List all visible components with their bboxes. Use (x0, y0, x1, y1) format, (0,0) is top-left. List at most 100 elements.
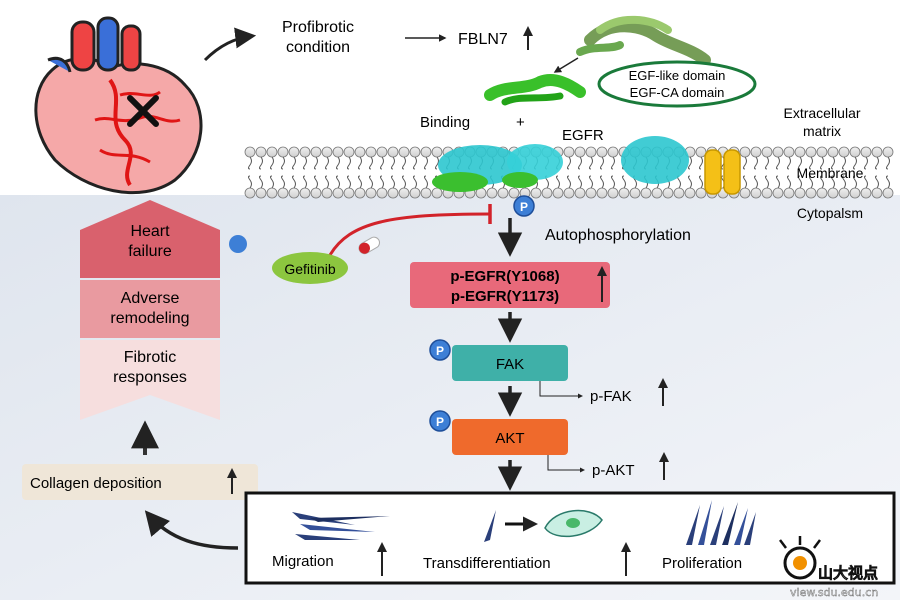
phospho-circle-fak (429, 339, 451, 361)
lipid-tail (314, 175, 318, 189)
lipid-head (882, 146, 894, 158)
lipid-tail (886, 156, 890, 170)
lipid-head (860, 187, 872, 199)
phospho-p-egfr: P (520, 200, 528, 214)
heart-failure-label-line2: failure (128, 243, 172, 260)
lipid-tail (699, 175, 703, 189)
gefitinib-label: Gefitinib (284, 261, 336, 277)
lipid-tail (336, 156, 340, 170)
heart-icon (34, 16, 203, 195)
cytoplasm-label: Cytopalsm (797, 205, 863, 221)
lipid-head (761, 146, 773, 158)
lipid-tail (589, 156, 593, 170)
extracellular-label-line2: matrix (803, 123, 841, 139)
lipid-tail (842, 156, 846, 170)
lipid-head (563, 146, 575, 158)
fbln7-protein-structure (576, 15, 711, 66)
lipid-head (629, 187, 641, 199)
lipid-head (662, 187, 674, 199)
akt-to-pakt-connector (547, 455, 585, 473)
membrane-channel-icon (704, 149, 741, 195)
heart-failure-block (80, 200, 220, 278)
egfr-receptor-structure (432, 136, 689, 192)
lipid-tail (875, 156, 879, 170)
pegfr-box (410, 262, 610, 308)
lipid-head (772, 146, 784, 158)
lipid-head (816, 146, 828, 158)
lipid-head (871, 146, 883, 158)
plus-label: + (516, 114, 525, 131)
egf-ca-domain-label: EGF-CA domain (630, 85, 725, 100)
lipid-tail (886, 175, 890, 189)
lipid-tail (688, 156, 692, 170)
lipid-head (882, 187, 894, 199)
lipid-head (387, 187, 399, 199)
akt-label: AKT (495, 430, 524, 447)
extracellular-label-line1: Extracellular (783, 105, 860, 121)
lipid-head (827, 187, 839, 199)
lipid-tail (776, 156, 780, 170)
lipid-tail (358, 175, 362, 189)
lipid-head (266, 187, 278, 199)
lipid-tail (677, 175, 681, 189)
pfak-label: p-FAK (590, 388, 632, 405)
lipid-tail (314, 156, 318, 170)
lipid-head (651, 187, 663, 199)
lipid-head (486, 187, 498, 199)
lipid-head (409, 146, 421, 158)
lipid-head (827, 146, 839, 158)
lipid-tail (281, 175, 285, 189)
lipid-head (849, 146, 861, 158)
lipid-head (497, 187, 509, 199)
lipid-head (761, 187, 773, 199)
lipid-head (255, 146, 267, 158)
fibrotic-label-line2: responses (113, 369, 187, 386)
lipid-head (783, 187, 795, 199)
phospho-p-akt: P (436, 415, 444, 429)
lipid-tail (875, 175, 879, 189)
lipid-head (376, 146, 388, 158)
lipid-head (343, 146, 355, 158)
lipid-tail (402, 156, 406, 170)
lipid-head (431, 146, 443, 158)
adverse-remodeling-block (80, 280, 220, 338)
lipid-head (288, 146, 300, 158)
lipid-head (805, 187, 817, 199)
profibrotic-label-line2: condition (286, 39, 350, 56)
lipid-tail (809, 175, 813, 189)
lipid-head (255, 187, 267, 199)
lipid-tail (787, 175, 791, 189)
lipid-tail (864, 156, 868, 170)
lipid-head (321, 187, 333, 199)
lipid-tail (347, 175, 351, 189)
transdifferentiation-cells-icon (484, 509, 603, 542)
lipid-head (640, 187, 652, 199)
lipid-tail (600, 175, 604, 189)
fak-label: FAK (496, 356, 524, 373)
lipid-tail (578, 156, 582, 170)
lipid-head (365, 187, 377, 199)
lipid-head (244, 146, 256, 158)
lipid-tail (567, 175, 571, 189)
lipid-tail (765, 175, 769, 189)
lipid-head (530, 187, 542, 199)
pakt-label: p-AKT (592, 462, 635, 479)
lipid-tail (380, 175, 384, 189)
lipid-tail (578, 175, 582, 189)
lipid-head (596, 146, 608, 158)
lipid-tail (842, 175, 846, 189)
egfr-label: EGFR (562, 127, 604, 144)
collagen-deposition-box (22, 464, 258, 500)
watermark-url: view.sdu.edu.cn (790, 586, 878, 599)
watermark-cn: 山大视点 (818, 564, 878, 582)
lipid-tail (776, 175, 780, 189)
lipid-head (574, 187, 586, 199)
pegfr-y1068-label: p-EGFR(Y1068) (450, 268, 559, 285)
lipid-head (860, 146, 872, 158)
lipid-tail (358, 156, 362, 170)
lipid-tail (622, 175, 626, 189)
proliferation-label: Proliferation (662, 555, 742, 572)
lipid-head (816, 187, 828, 199)
heart-to-condition-arrow (203, 27, 257, 62)
lipid-head (750, 146, 762, 158)
